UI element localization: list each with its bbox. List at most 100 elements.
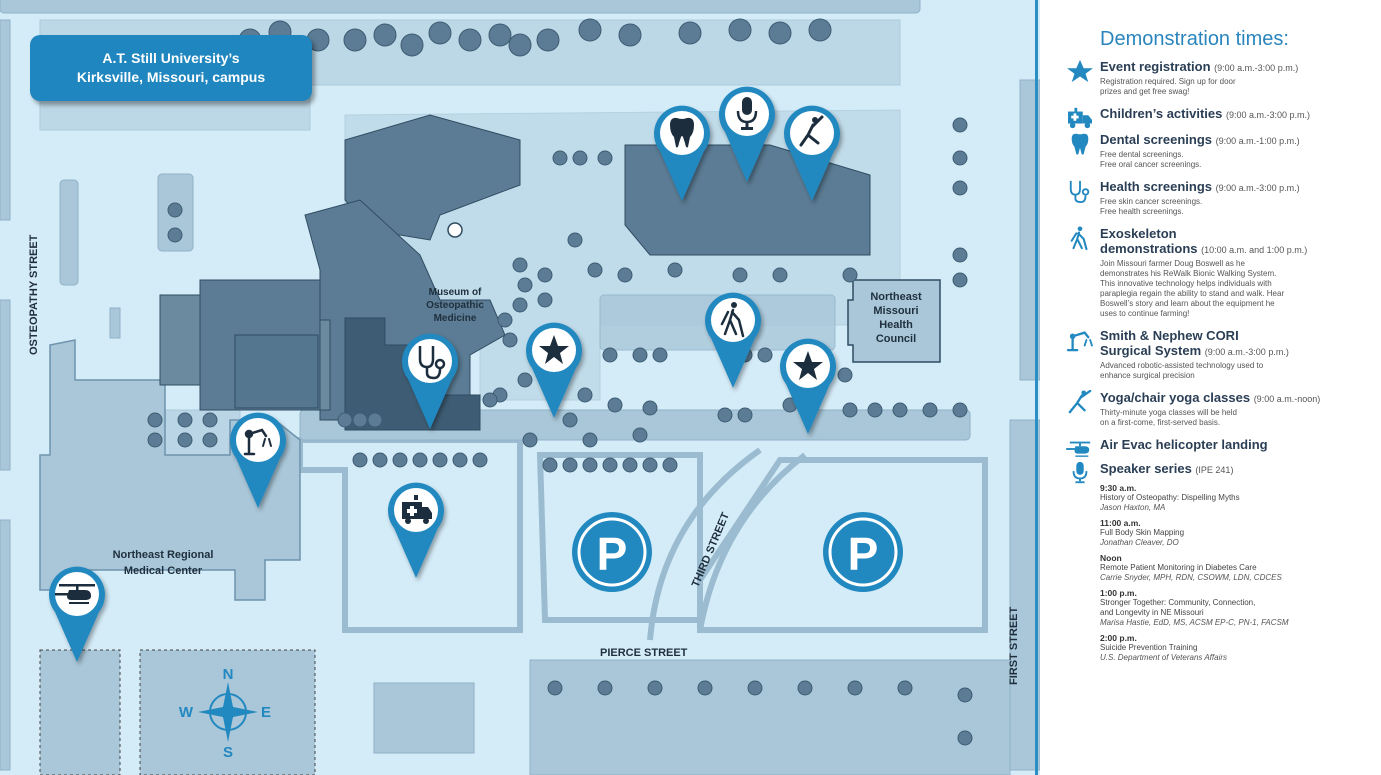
- tooth-icon: [670, 117, 694, 148]
- health-screening-pin[interactable]: [402, 333, 458, 429]
- tree: [678, 21, 702, 45]
- tree: [952, 247, 968, 263]
- tree: [472, 452, 488, 468]
- tree: [697, 680, 713, 696]
- tree: [562, 412, 578, 428]
- tree: [517, 372, 533, 388]
- panel-divider: [1035, 0, 1038, 775]
- surgical-system-pin[interactable]: [230, 412, 286, 508]
- legend-entry-title: Speaker series (IPE 241): [1100, 461, 1234, 476]
- yoga-icon: [1066, 389, 1094, 414]
- tree: [957, 730, 973, 746]
- compass-rose: N S E W: [179, 666, 271, 761]
- childrens-activities-pin[interactable]: [388, 482, 444, 578]
- legend-entry-7: Air Evac helicopter landing: [1062, 437, 1362, 457]
- tree: [577, 387, 593, 403]
- talk-time: 1:00 p.m.: [1100, 588, 1137, 598]
- tree: [652, 347, 668, 363]
- tree: [602, 457, 618, 473]
- helicopter-icon: [1066, 437, 1094, 461]
- tree: [202, 432, 218, 448]
- stethoscope-icon: [418, 346, 446, 380]
- talk-title: History of Osteopathy: Dispelling Myths: [1100, 493, 1240, 502]
- tree: [747, 680, 763, 696]
- legend-entry-time: (9:00 a.m.-3:00 p.m.): [1214, 63, 1299, 73]
- helicopter-pin[interactable]: [49, 566, 106, 662]
- tree: [512, 297, 528, 313]
- museum-label-3: Medicine: [434, 313, 477, 324]
- campus-label: A.T. Still University’s Kirksville, Miss…: [30, 35, 312, 101]
- pierce-street-label: PIERCE STREET: [600, 647, 688, 659]
- yoga-pin[interactable]: [784, 105, 840, 201]
- speaker-talk-0: 9:30 a.m.History of Osteopathy: Dispelli…: [1100, 483, 1362, 513]
- tree: [582, 457, 598, 473]
- stethoscope-icon: [1066, 179, 1094, 204]
- talk-speaker: Carrie Snyder, MPH, RDN, CSOWM, LDN, CDC…: [1100, 573, 1282, 582]
- star-icon: [539, 335, 569, 364]
- legend-entry-0: Event registration (9:00 a.m.-3:00 p.m.)…: [1062, 59, 1362, 97]
- legend-entry-2: Dental screenings (9:00 a.m.-1:00 p.m.)F…: [1062, 132, 1362, 170]
- legend-title: Demonstration times:: [1100, 28, 1289, 50]
- parking-symbol: P: [848, 528, 879, 580]
- tree: [642, 400, 658, 416]
- registration-pin-1[interactable]: [526, 322, 582, 418]
- legend-entry-title: Children’s activities (9:00 a.m.-3:00 p.…: [1100, 106, 1311, 121]
- tree: [202, 412, 218, 428]
- talk-speaker: U.S. Department of Veterans Affairs: [1100, 653, 1228, 662]
- tree: [572, 150, 588, 166]
- legend-entry-description: Advanced robotic-assisted technology use…: [1100, 361, 1264, 380]
- talk-title: and Longevity in NE Missouri: [1100, 608, 1204, 617]
- talk-speaker: Jason Haxton, MA: [1100, 503, 1166, 512]
- medical-center-label-2: Medical Center: [124, 565, 203, 577]
- tree: [522, 432, 538, 448]
- tree: [167, 227, 183, 243]
- legend-entry-description: Free skin cancer screenings.Free health …: [1100, 197, 1203, 216]
- speaker-pin[interactable]: [719, 86, 775, 182]
- tree: [768, 21, 792, 45]
- tree: [952, 180, 968, 196]
- council-label-1: Northeast: [870, 291, 922, 303]
- speaker-talks: 9:30 a.m.History of Osteopathy: Dispelli…: [1062, 483, 1362, 663]
- tree: [952, 117, 968, 133]
- tree: [373, 23, 397, 47]
- tree: [732, 267, 748, 283]
- parking-lot-2: P: [823, 512, 903, 592]
- tree: [922, 402, 938, 418]
- legend-entry-time: (9:00 a.m.-3:00 p.m.): [1225, 110, 1311, 120]
- talk-speaker: Jonathan Cleaver, DO: [1100, 538, 1179, 547]
- tree: [177, 412, 193, 428]
- tree: [432, 452, 448, 468]
- tree: [867, 402, 883, 418]
- talk-time: 11:00 a.m.: [1100, 518, 1141, 528]
- tooth-icon: [1066, 132, 1094, 156]
- registration-pin-2[interactable]: [780, 338, 836, 434]
- legend-panel: Demonstration times: Event registration …: [1062, 22, 1362, 663]
- star-icon: [793, 351, 823, 380]
- tree: [400, 33, 424, 57]
- tree: [147, 432, 163, 448]
- tree: [717, 407, 733, 423]
- compass-n: N: [223, 666, 234, 683]
- tree: [337, 412, 353, 428]
- talk-title: Stronger Together: Community, Connection…: [1100, 598, 1256, 607]
- tree: [536, 28, 560, 52]
- legend-entry-time: (9:00 a.m.-3:00 p.m.): [1215, 183, 1300, 193]
- tree: [582, 432, 598, 448]
- tree: [618, 23, 642, 47]
- tree: [647, 680, 663, 696]
- tree: [892, 402, 908, 418]
- exoskeleton-pin[interactable]: [705, 292, 761, 388]
- dental-pin[interactable]: [654, 105, 710, 201]
- tree: [632, 347, 648, 363]
- tree: [952, 150, 968, 166]
- parking-symbol: P: [597, 528, 628, 580]
- talk-title: Full Body Skin Mapping: [1100, 528, 1185, 537]
- tree: [497, 312, 513, 328]
